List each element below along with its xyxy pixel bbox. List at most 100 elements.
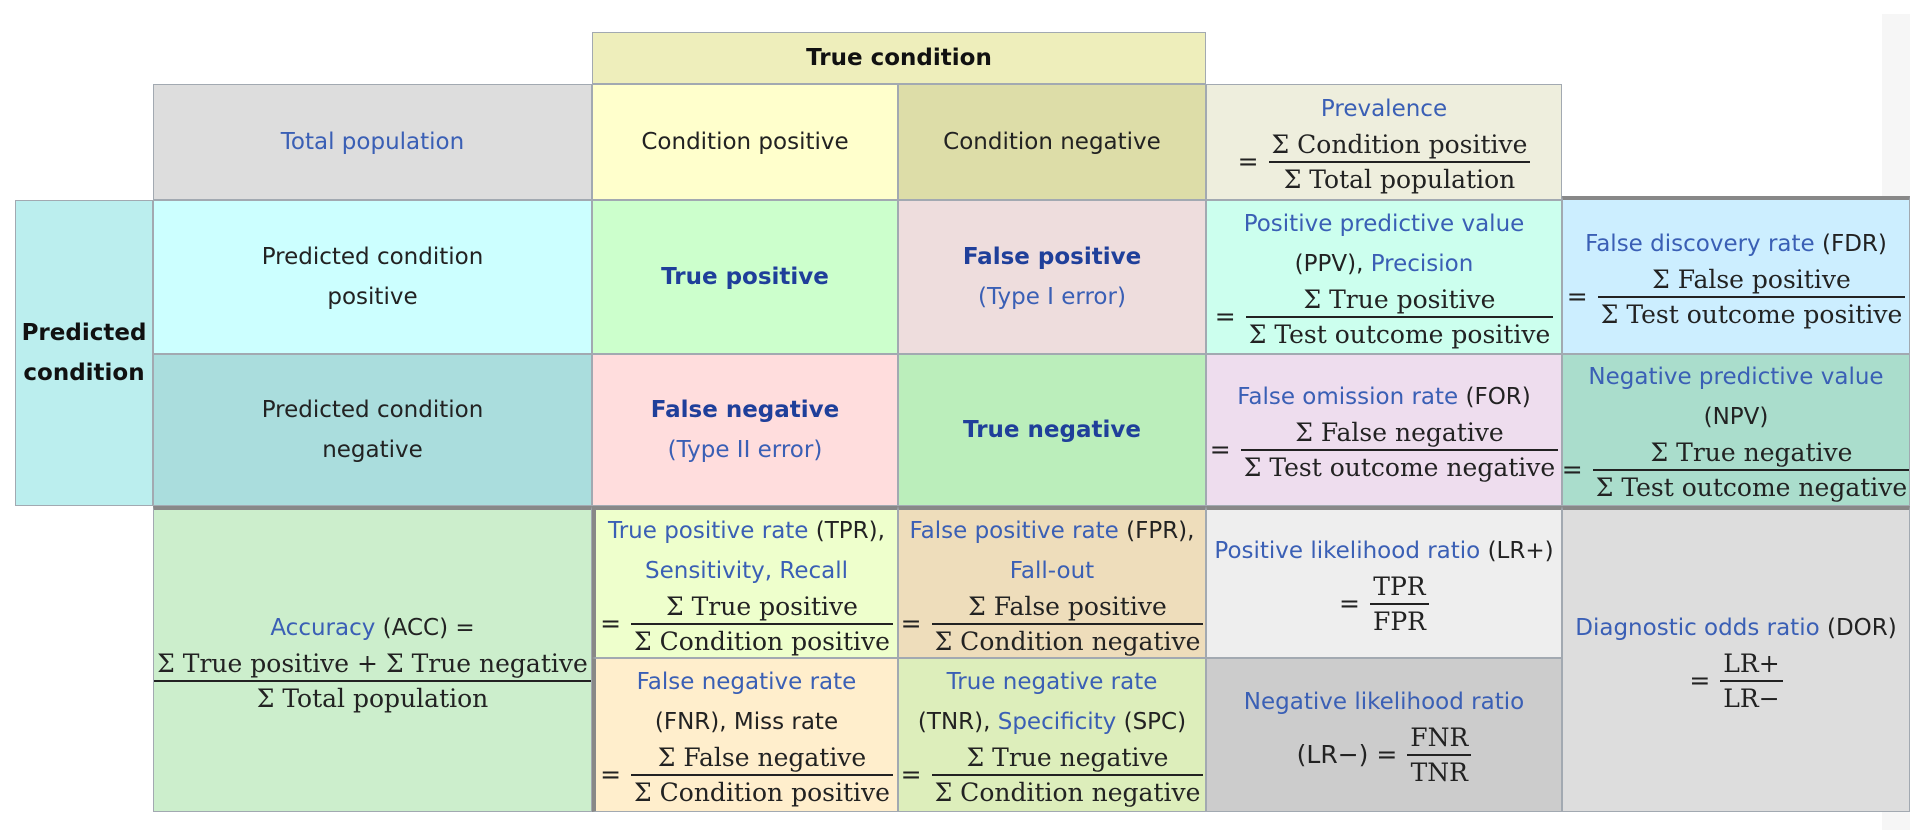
ppv-link[interactable]: Positive predictive value xyxy=(1243,211,1525,237)
tnr-numerator: Σ True negative xyxy=(931,742,1204,776)
lr-plus-formula: = TPR FPR xyxy=(1339,571,1429,637)
fpr-link[interactable]: False positive rate xyxy=(909,517,1119,544)
for-formula: = Σ False negative Σ Test outcome negati… xyxy=(1210,417,1559,483)
npv-link[interactable]: Negative predictive value xyxy=(1588,364,1884,390)
prevalence-fraction: Σ Condition positive Σ Total population xyxy=(1268,129,1531,195)
false-positive-link[interactable]: False positive xyxy=(962,244,1142,270)
condition-negative-cell: Condition negative xyxy=(898,84,1206,200)
total-population-link[interactable]: Total population xyxy=(280,129,465,155)
false-negative-link[interactable]: False negative xyxy=(650,397,840,423)
dor-cell: Diagnostic odds ratio (DOR) = LR+ LR− xyxy=(1562,506,1910,812)
tnr-formula: = Σ True negative Σ Condition negative xyxy=(901,742,1204,808)
dor-numerator: LR+ xyxy=(1720,648,1783,682)
fdr-denominator: Σ Test outcome positive xyxy=(1600,299,1903,329)
tpr-denominator: Σ Condition positive xyxy=(634,626,890,656)
lr-minus-formula: (LR−) = FNR TNR xyxy=(1297,722,1472,788)
lr-plus-numerator: TPR xyxy=(1369,571,1429,605)
lr-plus-fraction: TPR FPR xyxy=(1369,571,1429,637)
total-population-cell: Total population xyxy=(153,84,592,200)
type-ii-error-link[interactable]: Type II error xyxy=(676,437,814,463)
recall-link[interactable]: Recall xyxy=(779,557,848,584)
ppv-formula: = Σ True positive Σ Test outcome positiv… xyxy=(1215,284,1554,350)
dor-formula: = LR+ LR− xyxy=(1689,648,1783,714)
condition-positive-cell: Condition positive xyxy=(592,84,898,200)
fnr-cell: False negative rate (FNR), Miss rate = Σ… xyxy=(592,658,898,812)
for-cell: False omission rate (FOR) = Σ False nega… xyxy=(1206,354,1562,506)
predicted-negative-cell: Predicted condition negative xyxy=(153,354,592,506)
tpr-fraction: Σ True positive Σ Condition positive xyxy=(631,591,893,657)
fdr-fraction: Σ False positive Σ Test outcome positive xyxy=(1597,264,1906,330)
tpr-formula: = Σ True positive Σ Condition positive xyxy=(600,591,893,657)
ppv-numerator: Σ True positive xyxy=(1245,284,1554,318)
fpr-formula: = Σ False positive Σ Condition negative xyxy=(901,591,1204,657)
fdr-cell: False discovery rate (FDR) = Σ False pos… xyxy=(1562,196,1910,354)
tpr-numerator: Σ True positive xyxy=(631,591,893,625)
true-positive-cell: True positive xyxy=(592,200,898,354)
prevalence-cell: Prevalence = Σ Condition positive Σ Tota… xyxy=(1206,84,1562,200)
fdr-formula: = Σ False positive Σ Test outcome positi… xyxy=(1567,264,1906,330)
fnr-denominator: Σ Condition positive xyxy=(634,778,890,807)
ppv-denominator: Σ Test outcome positive xyxy=(1248,320,1551,349)
dor-fraction: LR+ LR− xyxy=(1720,648,1783,714)
accuracy-numerator: Σ True positive + Σ True negative xyxy=(154,648,591,682)
true-condition-label: True condition xyxy=(806,45,992,71)
npv-formula: = Σ True negative Σ Test outcome negativ… xyxy=(1563,437,1909,503)
accuracy-link[interactable]: Accuracy xyxy=(270,614,376,641)
condition-negative-label: Condition negative xyxy=(943,129,1161,155)
fnr-formula: = Σ False negative Σ Condition positive xyxy=(600,742,893,808)
for-link[interactable]: False omission rate xyxy=(1237,384,1459,410)
true-negative-cell: True negative xyxy=(898,354,1206,506)
lr-plus-denominator: FPR xyxy=(1372,606,1426,636)
npv-denominator: Σ Test outcome negative xyxy=(1595,473,1908,502)
predicted-condition-header: Predicted condition xyxy=(15,200,153,506)
for-fraction: Σ False negative Σ Test outcome negative xyxy=(1240,417,1559,483)
lr-minus-link[interactable]: Negative likelihood ratio xyxy=(1243,689,1525,715)
fdr-link[interactable]: False discovery rate xyxy=(1585,230,1815,257)
fnr-fraction: Σ False negative Σ Condition positive xyxy=(631,742,893,808)
tnr-cell: True negative rate (TNR), Specificity (S… xyxy=(898,658,1206,812)
predicted-positive-cell: Predicted condition positive xyxy=(153,200,592,354)
true-positive-link[interactable]: True positive xyxy=(661,264,829,290)
condition-positive-label: Condition positive xyxy=(641,129,849,155)
lr-plus-cell: Positive likelihood ratio (LR+) = TPR FP… xyxy=(1206,506,1562,658)
false-negative-cell: False negative (Type II error) xyxy=(592,354,898,506)
lr-minus-cell: Negative likelihood ratio (LR−) = FNR TN… xyxy=(1206,658,1562,812)
fall-out-link[interactable]: Fall-out xyxy=(1009,557,1095,584)
for-denominator: Σ Test outcome negative xyxy=(1243,453,1556,482)
tpr-cell: True positive rate (TPR), Sensitivity, R… xyxy=(592,506,898,658)
fpr-numerator: Σ False positive xyxy=(931,591,1204,625)
specificity-link[interactable]: Specificity xyxy=(997,709,1117,735)
fnr-link[interactable]: False negative rate xyxy=(636,669,857,695)
true-negative-link[interactable]: True negative xyxy=(963,417,1141,443)
sensitivity-link[interactable]: Sensitivity xyxy=(645,557,765,584)
tnr-fraction: Σ True negative Σ Condition negative xyxy=(931,742,1204,808)
accuracy-fraction: Σ True positive + Σ True negative Σ Tota… xyxy=(154,648,591,714)
dor-link[interactable]: Diagnostic odds ratio xyxy=(1575,614,1820,641)
npv-fraction: Σ True negative Σ Test outcome negative xyxy=(1592,437,1909,503)
tnr-denominator: Σ Condition negative xyxy=(934,778,1201,807)
fpr-fraction: Σ False positive Σ Condition negative xyxy=(931,591,1204,657)
fpr-denominator: Σ Condition negative xyxy=(934,626,1201,656)
accuracy-denominator: Σ Total population xyxy=(256,683,489,713)
prevalence-formula: = Σ Condition positive Σ Total populatio… xyxy=(1238,129,1531,195)
for-numerator: Σ False negative xyxy=(1240,417,1559,451)
ppv-fraction: Σ True positive Σ Test outcome positive xyxy=(1245,284,1554,350)
lr-minus-denominator: TNR xyxy=(1410,758,1468,787)
lr-minus-numerator: FNR xyxy=(1407,722,1472,756)
type-i-error-link[interactable]: Type I error xyxy=(987,284,1117,310)
lr-minus-fraction: FNR TNR xyxy=(1407,722,1472,788)
tpr-link[interactable]: True positive rate xyxy=(608,517,809,544)
lr-plus-link[interactable]: Positive likelihood ratio xyxy=(1214,537,1481,564)
prevalence-numerator: Σ Condition positive xyxy=(1268,129,1531,163)
prevalence-link[interactable]: Prevalence xyxy=(1320,96,1448,122)
tnr-link[interactable]: True negative rate xyxy=(946,669,1158,695)
precision-link[interactable]: Precision xyxy=(1370,251,1474,277)
fnr-numerator: Σ False negative xyxy=(631,742,893,776)
false-positive-cell: False positive (Type I error) xyxy=(898,200,1206,354)
npv-cell: Negative predictive value (NPV) = Σ True… xyxy=(1562,354,1910,506)
fdr-numerator: Σ False positive xyxy=(1597,264,1906,298)
dor-denominator: LR− xyxy=(1723,683,1780,713)
accuracy-cell: Accuracy (ACC) = Σ True positive + Σ Tru… xyxy=(153,506,592,812)
prevalence-denominator: Σ Total population xyxy=(1283,165,1516,194)
fpr-cell: False positive rate (FPR), Fall-out = Σ … xyxy=(898,506,1206,658)
